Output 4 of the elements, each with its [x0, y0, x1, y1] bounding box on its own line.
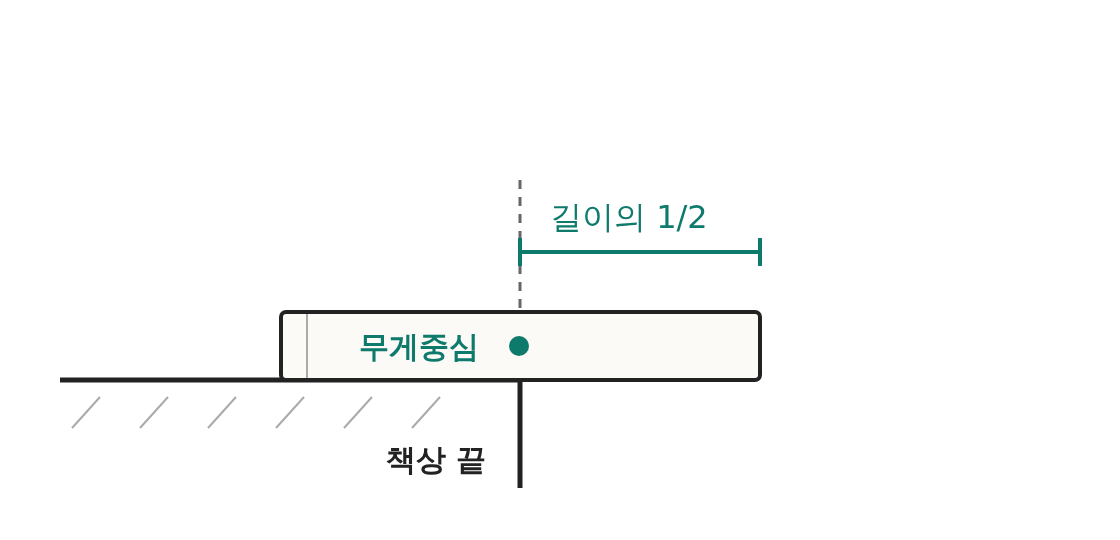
table-edge-label: 책상 끝 [386, 441, 487, 479]
block-box [279, 310, 762, 382]
center-of-mass-label: 무게중심 [359, 328, 479, 366]
dimension-label: 길이의 1/2 [550, 197, 708, 238]
